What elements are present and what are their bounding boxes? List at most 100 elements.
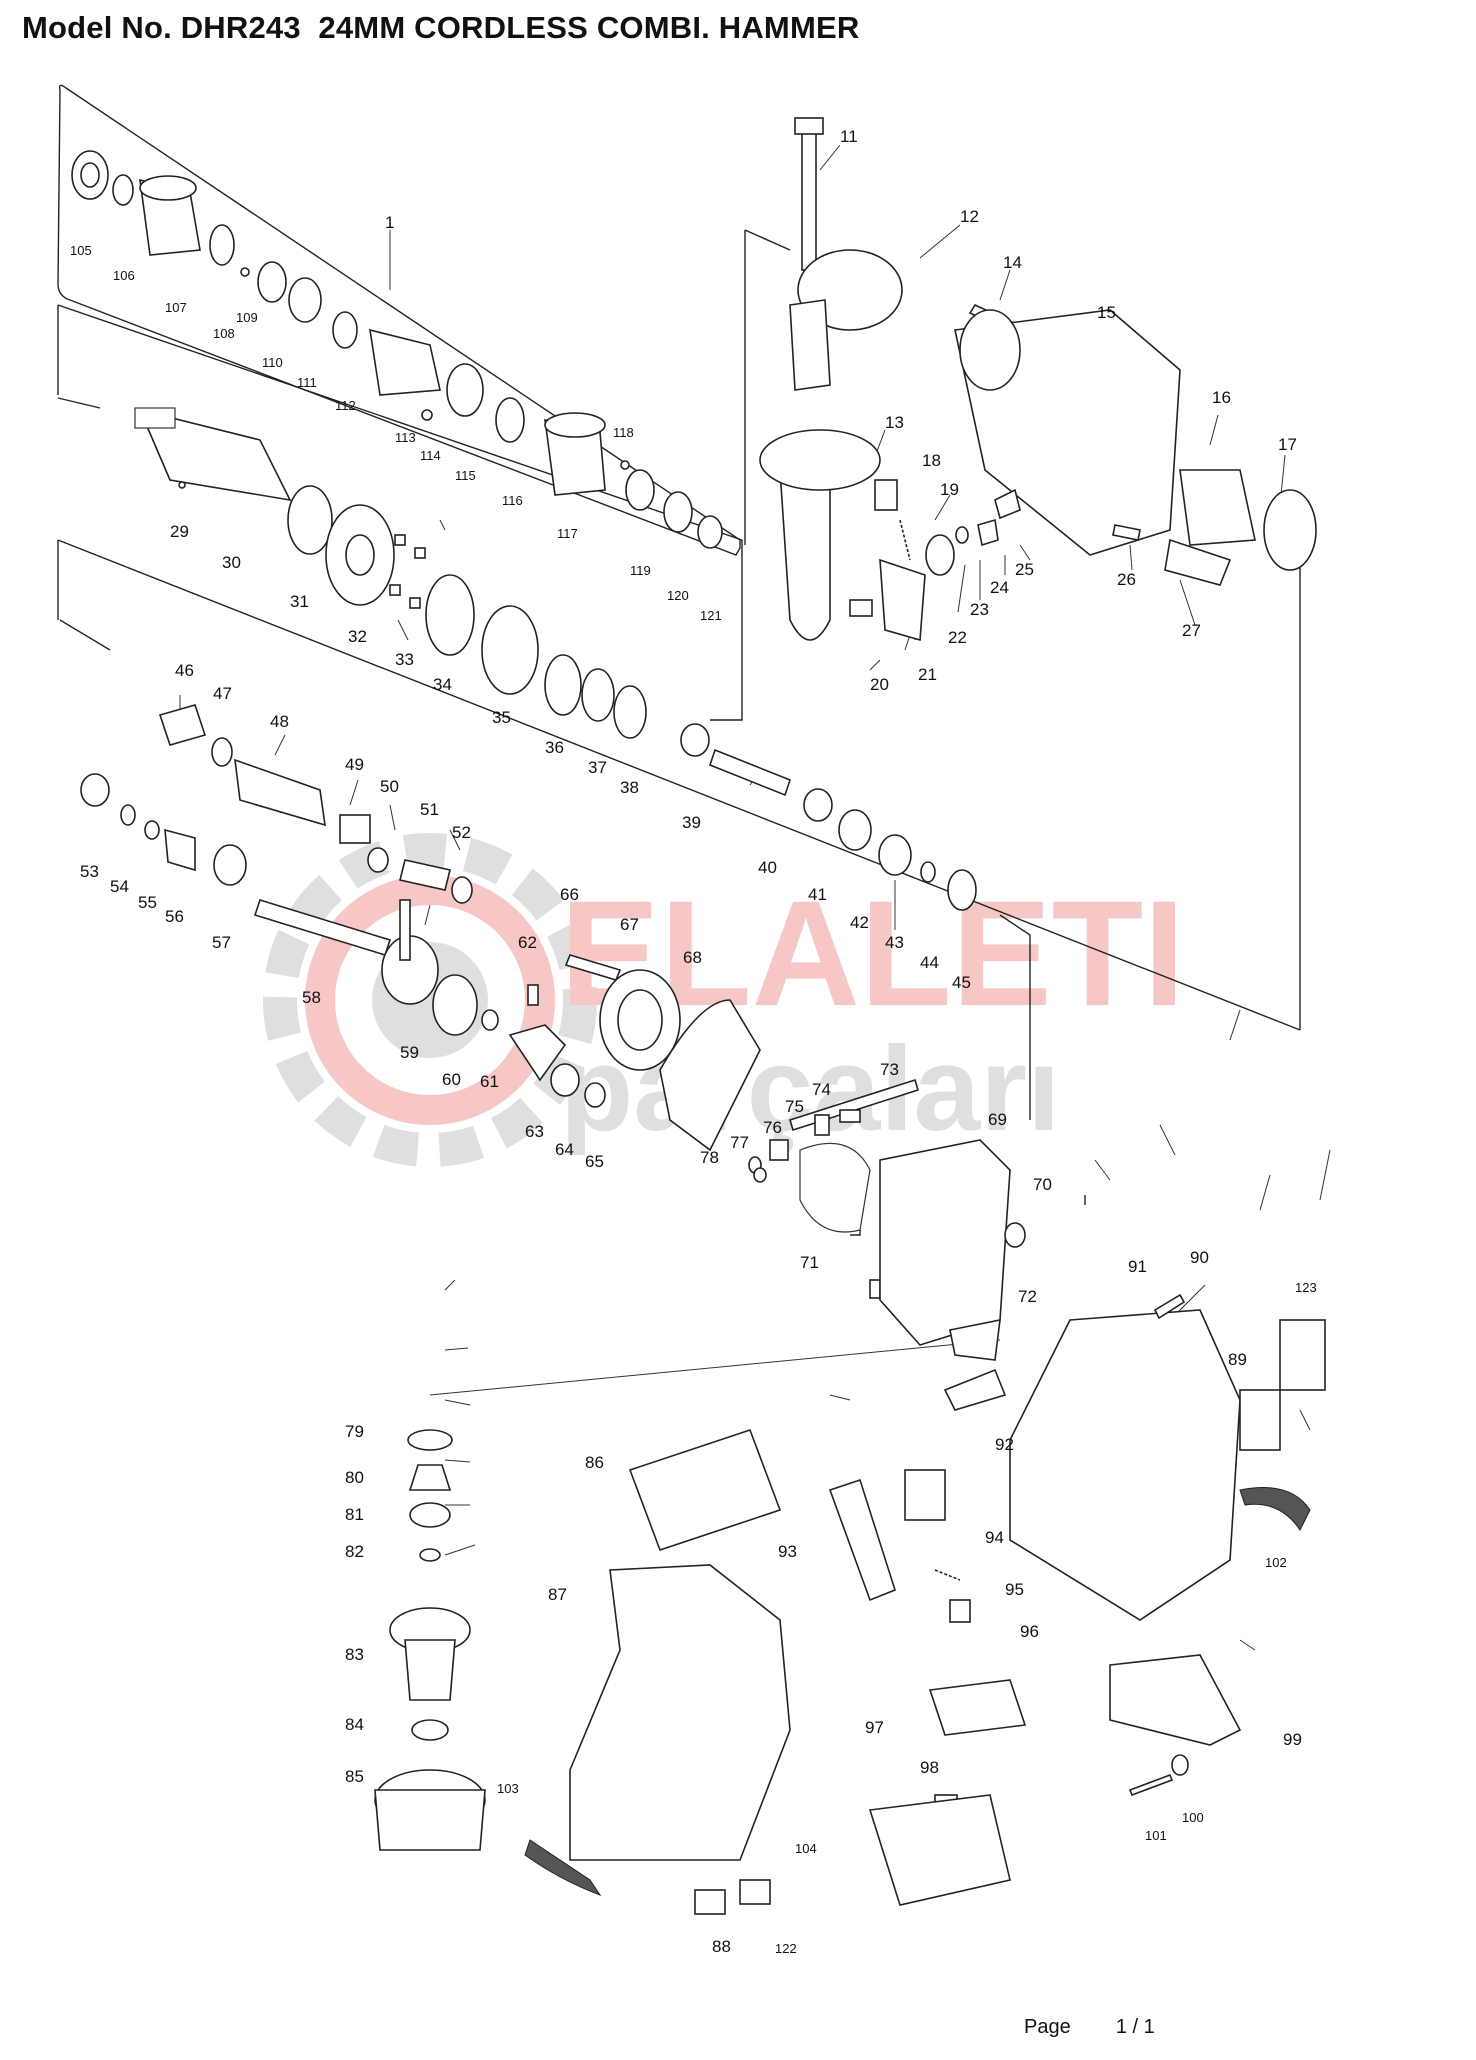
part-86 — [628, 1428, 782, 1552]
label-41: 41 — [808, 885, 827, 904]
part-99 — [1109, 1654, 1242, 1746]
label-35: 35 — [492, 708, 511, 727]
part-15 — [954, 309, 1181, 556]
parts-motor-group — [374, 1293, 1326, 1915]
label-94: 94 — [985, 1528, 1004, 1547]
part-40 — [709, 748, 791, 797]
part-16 — [1179, 469, 1256, 546]
label-29: 29 — [170, 522, 189, 541]
part-110 — [257, 261, 287, 303]
part-50 — [367, 847, 389, 873]
part-32 — [325, 504, 395, 606]
label-114: 114 — [420, 448, 441, 463]
label-72: 72 — [1018, 1287, 1037, 1306]
part-74 — [839, 1109, 861, 1123]
label-12: 12 — [960, 207, 979, 226]
label-110: 110 — [262, 355, 283, 370]
part-63 — [508, 1024, 567, 1082]
label-111: 111 — [297, 375, 317, 390]
part-101 — [1128, 1773, 1174, 1797]
label-43: 43 — [885, 933, 904, 952]
part-89 — [1239, 1389, 1281, 1451]
part-36 — [544, 654, 582, 716]
label-71: 71 — [800, 1253, 819, 1272]
label-69: 69 — [988, 1110, 1007, 1129]
part-27 — [1164, 538, 1232, 586]
label-82: 82 — [345, 1542, 364, 1561]
parts-handle-group — [759, 117, 1317, 642]
part-70 — [1004, 1222, 1026, 1248]
label-121: 121 — [700, 608, 722, 623]
part-120 — [663, 491, 693, 533]
label-30: 30 — [222, 553, 241, 572]
label-58: 58 — [302, 988, 321, 1007]
part-84 — [411, 1719, 449, 1741]
part-55 — [144, 820, 160, 840]
part-38 — [613, 685, 647, 739]
part-34 — [425, 574, 475, 656]
label-122: 122 — [775, 1941, 797, 1956]
label-90: 90 — [1190, 1248, 1209, 1267]
part-30 — [134, 407, 292, 502]
part-72 — [949, 1318, 1001, 1361]
part-17 — [1263, 489, 1317, 571]
part-56 — [164, 828, 196, 872]
part-81 — [409, 1502, 451, 1528]
label-37: 37 — [588, 758, 607, 777]
part-97 — [928, 1679, 1027, 1736]
part-13 — [759, 429, 881, 641]
frame-lower-group — [850, 914, 1031, 1236]
label-49: 49 — [345, 755, 364, 774]
label-45: 45 — [952, 973, 971, 992]
part-106 — [112, 174, 134, 206]
label-17: 17 — [1278, 435, 1297, 454]
part-100 — [1171, 1754, 1189, 1776]
part-19 — [899, 519, 911, 561]
label-85: 85 — [345, 1767, 364, 1786]
part-91 — [1009, 1309, 1241, 1621]
part-118 — [620, 460, 630, 470]
label-27: 27 — [1182, 621, 1201, 640]
label-65: 65 — [585, 1152, 604, 1171]
label-33: 33 — [395, 650, 414, 669]
label-93: 93 — [778, 1542, 797, 1561]
label-100: 100 — [1182, 1810, 1204, 1825]
label-77: 77 — [730, 1133, 749, 1152]
label-106: 106 — [113, 268, 135, 283]
part-42 — [838, 809, 872, 851]
part-43 — [878, 834, 912, 876]
label-74: 74 — [812, 1080, 831, 1099]
part-111 — [288, 277, 322, 323]
part-75 — [814, 1114, 830, 1136]
part-18 — [874, 479, 898, 511]
part-121 — [697, 515, 723, 549]
label-95: 95 — [1005, 1580, 1024, 1599]
label-42: 42 — [850, 913, 869, 932]
part-123 — [1279, 1319, 1326, 1391]
label-120: 120 — [667, 588, 689, 603]
label-113: 113 — [395, 430, 416, 445]
part-29 — [178, 481, 186, 489]
label-56: 56 — [165, 907, 184, 926]
part-33 — [389, 534, 426, 609]
part-79 — [407, 1429, 453, 1451]
part-103 — [524, 1839, 602, 1897]
part-47 — [211, 737, 233, 767]
label-22: 22 — [948, 628, 967, 647]
frame-handle-group — [744, 229, 1086, 1205]
part-65 — [584, 1082, 606, 1108]
part-35 — [481, 605, 539, 695]
label-67: 67 — [620, 915, 639, 934]
label-48: 48 — [270, 712, 289, 731]
label-21: 21 — [918, 665, 937, 684]
label-46: 46 — [175, 661, 194, 680]
part-107 — [139, 175, 201, 256]
label-92: 92 — [995, 1435, 1014, 1454]
label-66: 66 — [560, 885, 579, 904]
part-96 — [949, 1599, 971, 1623]
label-14: 14 — [1003, 253, 1022, 272]
label-38: 38 — [620, 778, 639, 797]
label-109: 109 — [236, 310, 258, 325]
part-44 — [920, 861, 936, 883]
part-26 — [1112, 524, 1141, 541]
